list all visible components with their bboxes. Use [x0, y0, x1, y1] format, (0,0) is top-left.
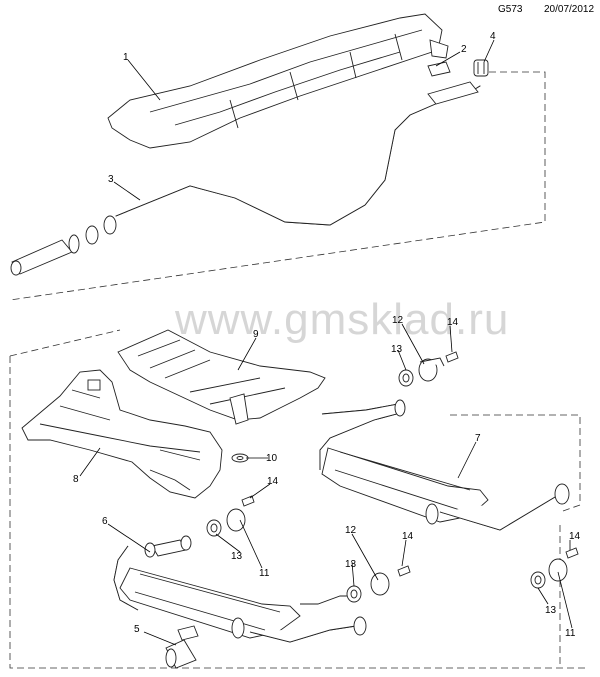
part-clamp-group-upper: [398, 351, 459, 387]
part-pipe-clamp: [165, 625, 199, 669]
callout-9: 9: [253, 329, 259, 340]
callout-3: 3: [108, 174, 114, 185]
callout-6: 6: [102, 516, 108, 527]
callout-13-upper: 13: [391, 344, 403, 355]
callout-14-middle: 14: [267, 476, 279, 487]
part-crossmember: [21, 369, 223, 499]
callout-12-upper: 12: [392, 315, 404, 326]
callout-10: 10: [266, 453, 278, 464]
callout-11-middle: 11: [259, 568, 270, 579]
part-clamp-group-lower-right: [530, 547, 579, 589]
dashed-connection-upper: [9, 71, 546, 301]
part-washer: [231, 453, 249, 463]
watermark: www.gmsklad.ru: [174, 295, 509, 344]
callout-4: 4: [490, 31, 496, 42]
callout-5: 5: [134, 624, 140, 635]
drawing-code: G573: [498, 4, 523, 15]
part-underbody-plate: [117, 329, 326, 425]
callout-14-lower: 14: [402, 531, 414, 542]
drawing-date: 20/07/2012: [544, 4, 595, 15]
dashed-connection-lower: [9, 356, 588, 669]
part-rear-muffler-lower: [113, 535, 367, 643]
callout-14-upper: 14: [447, 317, 459, 328]
callout-13-right: 13: [545, 605, 557, 616]
callout-11-right: 11: [565, 628, 576, 639]
leader-lines: [79, 39, 573, 646]
callout-12-lower: 12: [345, 525, 357, 536]
part-rear-muffler-upper: [319, 399, 570, 531]
callout-2: 2: [461, 44, 467, 55]
part-clamp-group-middle: [206, 495, 255, 537]
part-clamp-group-lower-middle: [346, 565, 411, 603]
callout-1: 1: [123, 52, 129, 63]
part-front-pipe: [10, 81, 481, 276]
callout-13-lower: 13: [345, 559, 357, 570]
callout-8: 8: [73, 474, 79, 485]
callout-7: 7: [475, 433, 481, 444]
part-rubber-mount: [473, 59, 489, 77]
callout-14-right: 14: [569, 531, 581, 542]
dashed-connection-left: [9, 329, 121, 357]
part-heat-shield: [107, 13, 449, 149]
callout-13-middle: 13: [231, 551, 243, 562]
